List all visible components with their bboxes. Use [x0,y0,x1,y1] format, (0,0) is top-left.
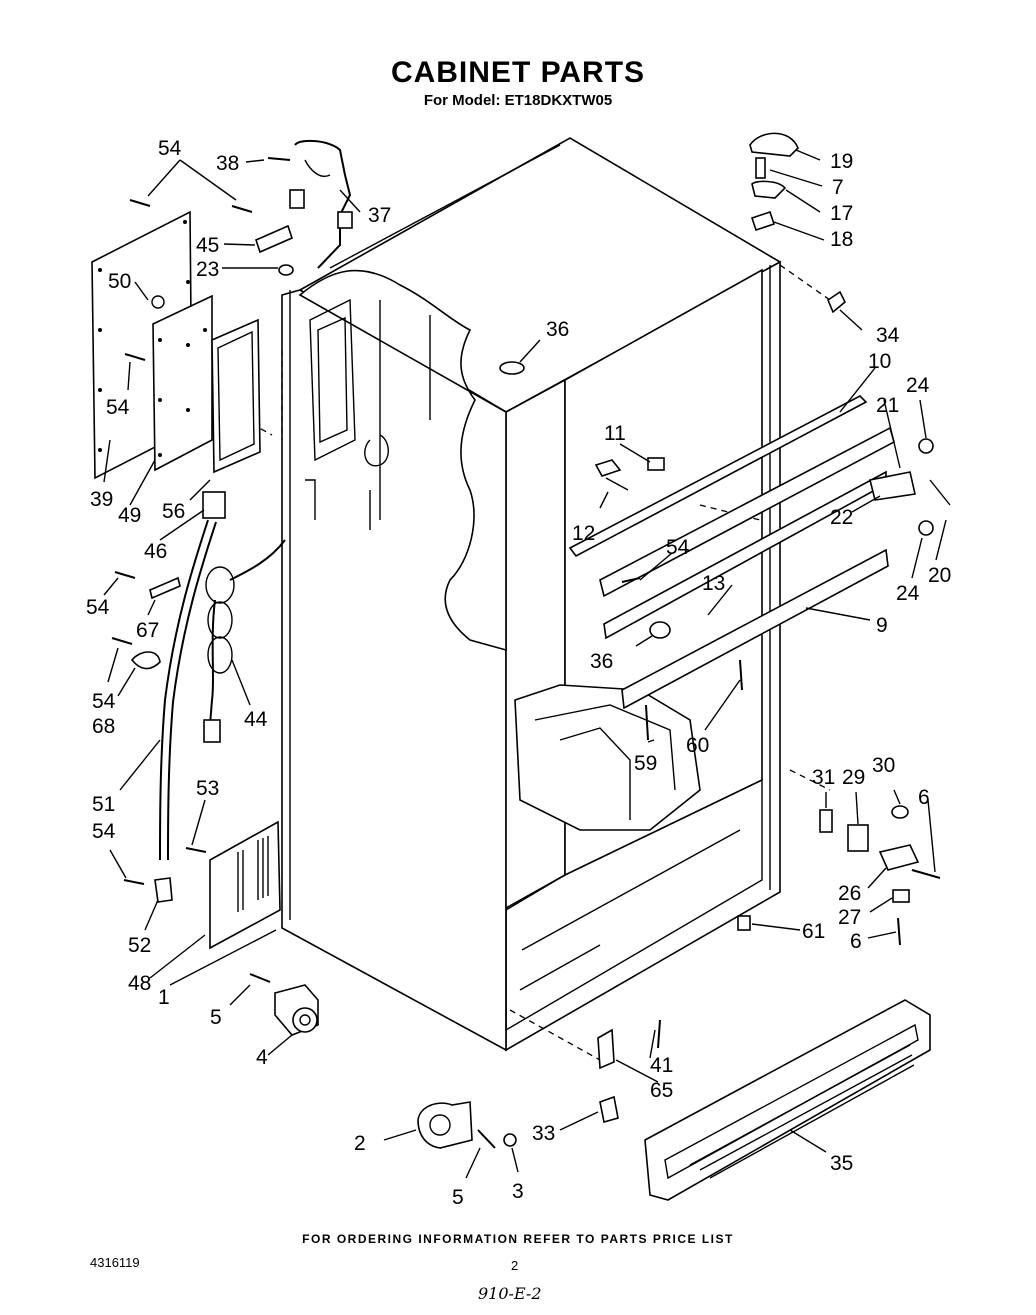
small-parts [111,132,951,1201]
callout-7: 7 [832,176,844,199]
callout-31: 31 [812,766,835,789]
callout-24: 24 [906,374,930,397]
page-title: CABINET PARTS [390,56,646,89]
callout-54: 54 [106,396,130,419]
callout-59: 59 [634,752,657,775]
callout-61: 61 [802,920,825,943]
callout-35: 35 [830,1152,853,1175]
callout-45: 45 [196,234,219,257]
callout-60: 60 [686,734,709,757]
callout-51: 51 [92,793,115,816]
callout-50: 50 [108,270,131,293]
callout-18: 18 [830,228,853,251]
callout-20: 20 [928,564,951,587]
callout-3: 3 [512,1180,524,1203]
leader-lines [103,149,947,1179]
callout-68: 68 [92,715,115,738]
callout-36: 36 [590,650,613,673]
callout-13: 13 [702,572,725,595]
callout-44: 44 [244,708,268,731]
callout-49: 49 [118,504,141,527]
callout-54: 54 [666,536,690,559]
callout-22: 22 [830,506,853,529]
callout-54: 54 [158,137,182,160]
callout-23: 23 [196,258,219,281]
callout-6: 6 [918,786,930,809]
callout-30: 30 [872,754,895,777]
callout-5: 5 [452,1186,464,1209]
cabinet-shell [154,137,831,1061]
callout-2: 2 [354,1132,366,1155]
model-subtitle: For Model: ET18DKXTW05 [423,92,613,109]
callout-56: 56 [162,500,185,523]
document-number: 4316119 [90,1255,140,1270]
callout-labels: 54 38 37 45 23 50 54 39 49 56 46 54 67 5… [86,137,951,1209]
callout-4: 4 [256,1046,268,1069]
back-panels [91,210,261,480]
callout-37: 37 [368,204,391,227]
callout-67: 67 [136,619,159,642]
page-number: 2 [511,1258,519,1273]
callout-12: 12 [572,522,595,545]
callout-11: 11 [604,422,626,445]
callout-19: 19 [830,150,853,173]
callout-21: 21 [876,394,899,417]
callout-54: 54 [92,820,116,843]
callout-53: 53 [196,777,219,800]
callout-33: 33 [532,1122,555,1145]
callout-34: 34 [876,324,900,347]
callout-52: 52 [128,934,151,957]
callout-29: 29 [842,766,865,789]
callout-17: 17 [830,202,853,225]
callout-5: 5 [210,1006,222,1029]
callout-9: 9 [876,614,888,637]
callout-36: 36 [546,318,569,341]
callout-65: 65 [650,1079,673,1102]
callout-41: 41 [650,1054,673,1077]
callout-24: 24 [896,582,920,605]
callout-54: 54 [92,690,116,713]
callout-46: 46 [144,540,167,563]
callout-54: 54 [86,596,110,619]
callout-1: 1 [158,986,170,1009]
callout-48: 48 [128,972,151,995]
callout-38: 38 [216,152,239,175]
callout-6: 6 [850,930,862,953]
handwritten-note: 910-E-2 [478,1284,542,1303]
ordering-note: FOR ORDERING INFORMATION REFER TO PARTS … [302,1232,734,1246]
callout-39: 39 [90,488,113,511]
callout-10: 10 [868,350,891,373]
callout-27: 27 [838,906,861,929]
wiring-and-tubing [159,139,353,861]
callout-26: 26 [838,882,861,905]
